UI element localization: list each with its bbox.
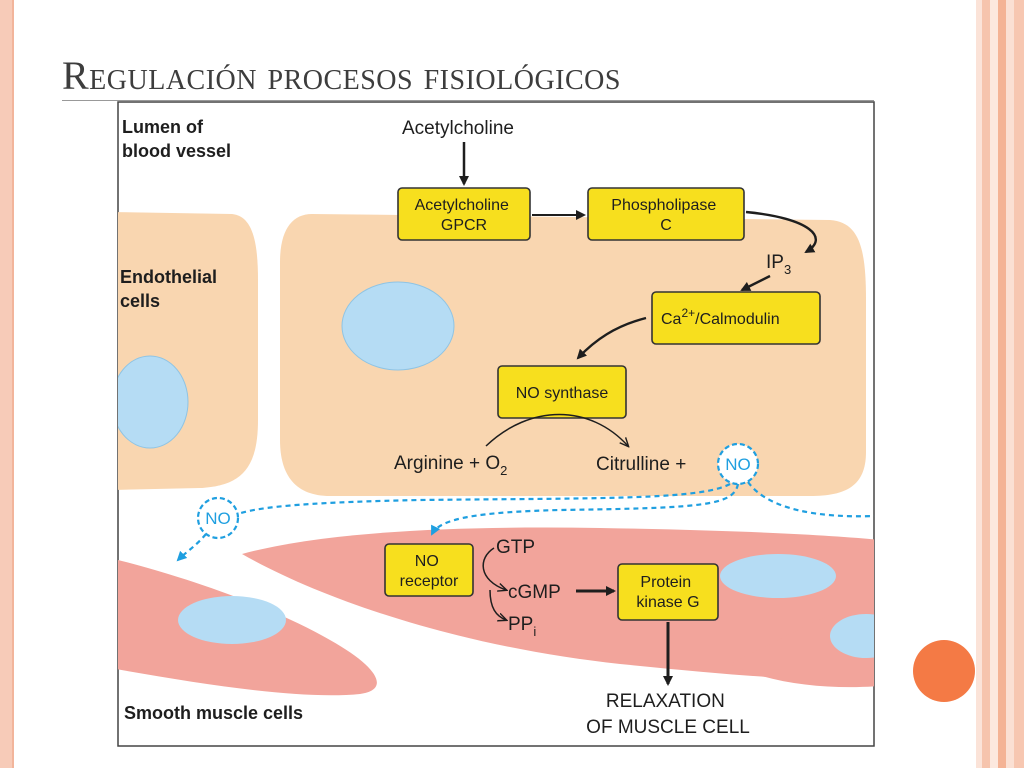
ip3-label: IP3 bbox=[766, 252, 791, 277]
relaxation-label: RELAXATION OF MUSCLE CELL bbox=[586, 691, 750, 738]
smooth-muscle-label: Smooth muscle cells bbox=[124, 703, 303, 723]
no-label-diffused: NO bbox=[205, 509, 231, 528]
no-label-produced: NO bbox=[725, 455, 751, 474]
endothelial-label: Endothelial cells bbox=[120, 267, 222, 311]
decorative-orange-dot bbox=[913, 640, 975, 702]
slide-title: Regulación procesos fisiológicos bbox=[62, 53, 621, 98]
title-underline bbox=[62, 100, 874, 101]
gpcr-label: Acetylcholine GPCR bbox=[415, 197, 514, 234]
cgmp-label: cGMP bbox=[508, 582, 561, 603]
no-circle-diffused bbox=[196, 496, 240, 540]
nucleus-left bbox=[118, 355, 189, 449]
endothelial-cell-left bbox=[118, 212, 258, 490]
phospholipase-label: Phospholipase C bbox=[611, 197, 720, 234]
left-border-decoration bbox=[0, 0, 14, 768]
citrulline-label: Citrulline + bbox=[596, 454, 686, 475]
ppi-label: PPi bbox=[508, 614, 536, 639]
nucleus-muscle-left bbox=[178, 596, 286, 644]
no-circle-produced bbox=[716, 442, 760, 486]
arrow-ip3-to-calmodulin bbox=[740, 274, 771, 292]
calmodulin-box bbox=[651, 291, 821, 345]
lumen-label: Lumen of blood vessel bbox=[122, 117, 231, 161]
arrow-gtp-to-cgmp bbox=[482, 547, 506, 590]
nucleus-muscle-far-right bbox=[830, 614, 874, 658]
arrow-arginine-to-citrulline bbox=[485, 413, 628, 447]
nucleus-muscle-right bbox=[720, 554, 836, 598]
no-synthase-box bbox=[497, 365, 627, 419]
no-path-to-right bbox=[747, 481, 875, 518]
arrow-gtp-to-ppi bbox=[489, 589, 506, 620]
nucleus-center bbox=[341, 281, 455, 371]
arrow-plc-curve bbox=[745, 210, 817, 254]
arrow-calmodulin-to-nos bbox=[576, 316, 647, 360]
gtp-label: GTP bbox=[496, 537, 535, 558]
no-path-down-left bbox=[176, 533, 207, 562]
no-receptor-label: NO receptor bbox=[400, 553, 459, 590]
cell-layer bbox=[118, 212, 874, 696]
endothelial-cell-center bbox=[280, 214, 866, 496]
right-border-decoration bbox=[976, 0, 1024, 768]
pkg-box bbox=[617, 563, 719, 621]
acetylcholine-label: Acetylcholine bbox=[402, 118, 514, 139]
no-path-to-receptor bbox=[431, 483, 740, 536]
muscle-cell-right bbox=[730, 597, 874, 688]
arginine-label: Arginine + O2 bbox=[394, 453, 507, 478]
no-path-to-left bbox=[237, 483, 731, 516]
pkg-label: Protein kinase G bbox=[636, 574, 699, 611]
gpcr-box bbox=[397, 187, 531, 241]
calmodulin-label: Ca2+/Calmodulin bbox=[661, 306, 780, 328]
no-synthase-label: NO synthase bbox=[516, 385, 609, 402]
phospholipase-box bbox=[587, 187, 745, 241]
no-receptor-box bbox=[384, 543, 474, 597]
